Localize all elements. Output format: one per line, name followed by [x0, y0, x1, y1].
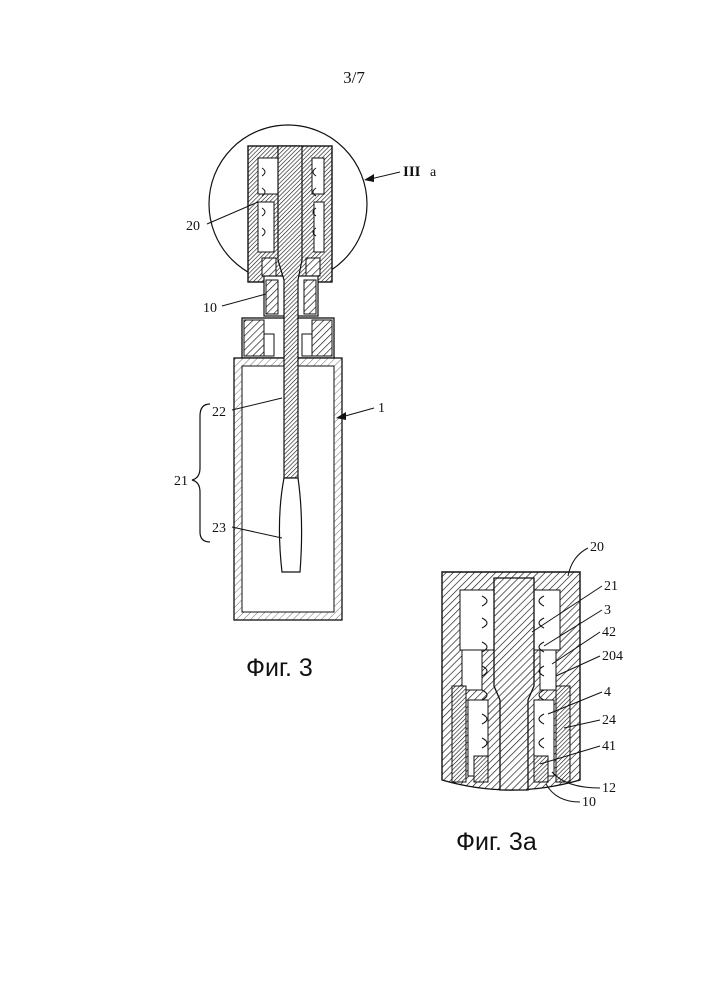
caption-fig-3: Фиг. 3	[246, 654, 313, 682]
detail-label-12: 12	[602, 781, 616, 796]
label-22: 22	[212, 405, 226, 420]
brace-21	[192, 404, 210, 542]
label-10: 10	[203, 301, 217, 316]
detail-stem	[494, 578, 534, 790]
caption-fig-3a: Фиг. 3a	[456, 828, 537, 856]
detail-label-21: 21	[604, 579, 618, 594]
figure-3: 20 10 22 21 23 1 III a Фиг. 3	[174, 125, 437, 682]
applicator-tip	[279, 478, 301, 572]
detail-label-24: 24	[602, 713, 616, 728]
label-20: 20	[186, 219, 200, 234]
detail-label-20: 20	[590, 540, 604, 555]
detail-label-3: 3	[604, 603, 611, 618]
detail-reference-suffix: a	[430, 165, 437, 180]
label-1: 1	[378, 401, 385, 416]
detail-label-204: 204	[602, 649, 623, 664]
detail-label-10: 10	[582, 795, 596, 810]
detail-label-4: 4	[604, 685, 611, 700]
label-23: 23	[212, 521, 226, 536]
label-21: 21	[174, 474, 188, 489]
detail-reference-roman: III	[403, 164, 421, 180]
detail-label-41: 41	[602, 739, 616, 754]
figure-3a: 20 21 3 42 204 4 24 41 12 10 Фиг. 3a	[442, 540, 623, 856]
detail-label-42: 42	[602, 625, 616, 640]
